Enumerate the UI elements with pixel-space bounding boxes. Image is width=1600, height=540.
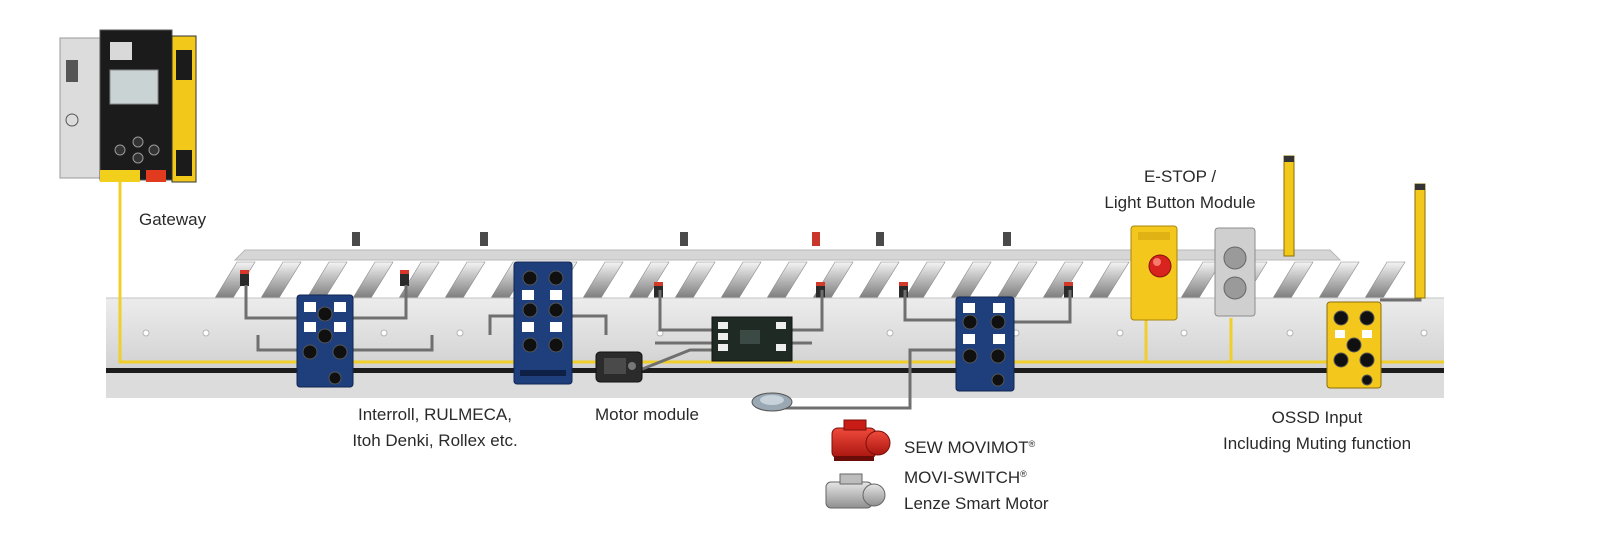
motor-controller-board-icon bbox=[711, 316, 793, 362]
io-module-icon bbox=[513, 261, 573, 385]
roller bbox=[904, 261, 946, 299]
roller bbox=[1042, 261, 1084, 299]
rollers-label: Interroll, RULMECA, Itoh Denki, Rollex e… bbox=[330, 402, 540, 454]
frame-hole bbox=[1420, 329, 1428, 337]
roller bbox=[950, 261, 992, 299]
frame-hole bbox=[202, 329, 210, 337]
frame-hole bbox=[1286, 329, 1294, 337]
rollers-label-line2: Itoh Denki, Rollex etc. bbox=[352, 431, 518, 450]
roller-sensor-icon bbox=[352, 232, 360, 246]
roller bbox=[582, 261, 624, 299]
roller bbox=[1318, 261, 1360, 299]
motor-module-label: Motor module bbox=[595, 405, 699, 424]
roller-sensor-icon bbox=[240, 270, 249, 286]
frame-hole bbox=[456, 329, 464, 337]
roller-sensor-icon bbox=[680, 232, 688, 246]
roller bbox=[1364, 261, 1406, 299]
light-button-module-icon bbox=[1214, 227, 1256, 317]
safety-light-curtain-icon bbox=[1283, 155, 1295, 257]
sensor-cables bbox=[244, 285, 1422, 410]
fan-icon bbox=[751, 392, 793, 412]
roller bbox=[444, 261, 486, 299]
roller-sensor-led bbox=[654, 282, 663, 286]
frame-hole bbox=[1180, 329, 1188, 337]
estop-label-line1: E-STOP / bbox=[1143, 167, 1217, 186]
roller bbox=[766, 261, 808, 299]
ossd-label: OSSD Input Including Muting function bbox=[1212, 405, 1422, 457]
roller-sensor-icon bbox=[876, 232, 884, 246]
roller-sensor-led bbox=[899, 282, 908, 286]
estop-label: E-STOP / Light Button Module bbox=[1090, 164, 1270, 216]
roller-sensor-icon bbox=[400, 270, 409, 286]
frame-hole bbox=[1116, 329, 1124, 337]
roller bbox=[996, 261, 1038, 299]
sew-movimot-label: SEW MOVIMOT® bbox=[904, 431, 1049, 461]
roller bbox=[720, 261, 762, 299]
roller bbox=[1272, 261, 1314, 299]
ossd-label-line1: OSSD Input bbox=[1271, 408, 1363, 427]
sew-movimot-text: SEW MOVIMOT bbox=[904, 438, 1029, 457]
roller bbox=[260, 261, 302, 299]
roller-sensor-icon bbox=[480, 232, 488, 246]
roller-sensor-led bbox=[1064, 282, 1073, 286]
gateway-device-icon bbox=[59, 29, 197, 183]
motors-label: SEW MOVIMOT® MOVI-SWITCH® Lenze Smart Mo… bbox=[904, 431, 1049, 517]
lenze-motor-icon bbox=[825, 473, 886, 509]
frame-hole bbox=[380, 329, 388, 337]
roller bbox=[306, 261, 348, 299]
estop-label-line2: Light Button Module bbox=[1104, 193, 1256, 212]
movi-switch-label: MOVI-SWITCH® bbox=[904, 461, 1049, 491]
estop-button-icon bbox=[1130, 225, 1178, 321]
frame-hole bbox=[886, 329, 894, 337]
gateway-label: Gateway bbox=[139, 210, 207, 229]
io-module-icon bbox=[955, 296, 1015, 392]
rollers-label-line1: Interroll, RULMECA, bbox=[358, 405, 512, 424]
motor-module-icon bbox=[595, 351, 643, 383]
sew-motor-icon bbox=[831, 419, 891, 461]
roller-sensor-led bbox=[240, 270, 249, 274]
registered-mark: ® bbox=[1020, 469, 1027, 479]
roller-sensor-led bbox=[400, 270, 409, 274]
frame-hole bbox=[142, 329, 150, 337]
io-module-icon bbox=[296, 294, 354, 388]
roller-sensor-icon bbox=[812, 232, 820, 246]
registered-mark: ® bbox=[1028, 439, 1036, 449]
roller bbox=[858, 261, 900, 299]
ossd-module-icon bbox=[1326, 301, 1382, 389]
ossd-label-line2: Including Muting function bbox=[1222, 434, 1412, 453]
roller bbox=[352, 261, 394, 299]
roller bbox=[1088, 261, 1130, 299]
roller-sensor-led bbox=[816, 282, 825, 286]
movi-switch-text: MOVI-SWITCH bbox=[904, 468, 1021, 487]
lenze-label: Lenze Smart Motor bbox=[904, 494, 1049, 513]
roller bbox=[674, 261, 716, 299]
conveyor-back-rail bbox=[233, 249, 1342, 261]
safety-light-curtain-icon bbox=[1414, 183, 1426, 299]
roller-sensor-icon bbox=[1003, 232, 1011, 246]
